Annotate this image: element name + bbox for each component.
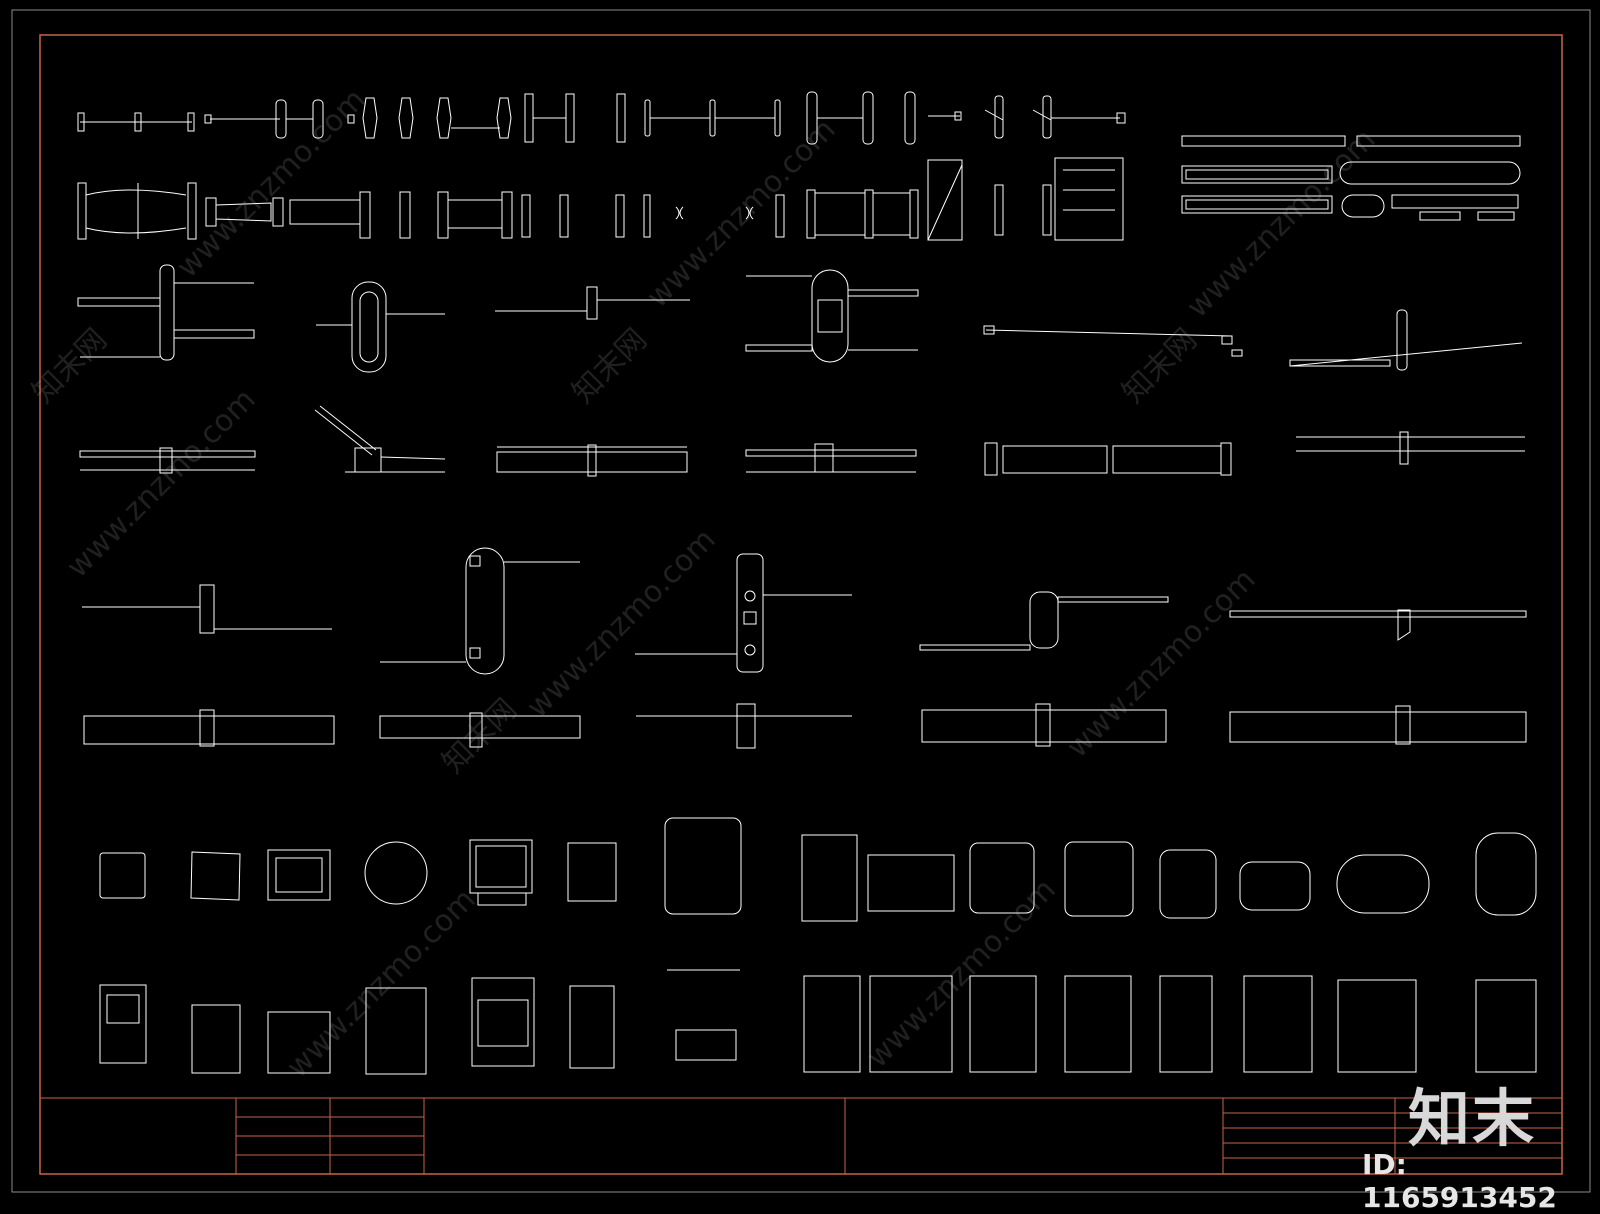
row-material-strips [1181,135,1521,221]
row-turnstile-plans-top [77,91,1126,145]
row-guard-booth-elevations [99,969,1537,1075]
row-turnstile-lanes [77,157,1124,241]
row-fence-elevations [83,703,1527,749]
drawing-frame [39,34,1563,1175]
row-barrier-elevations [79,405,1525,477]
row-guard-booth-plans [99,817,1537,922]
image-id-label: ID: 1165913452 [1362,1148,1557,1214]
brand-logo: 知末 [1408,1082,1537,1155]
title-block [40,1097,1562,1174]
row-gate-plans-2 [82,547,1527,675]
outer-border [11,9,1591,1193]
row-gate-plans [77,264,1523,373]
